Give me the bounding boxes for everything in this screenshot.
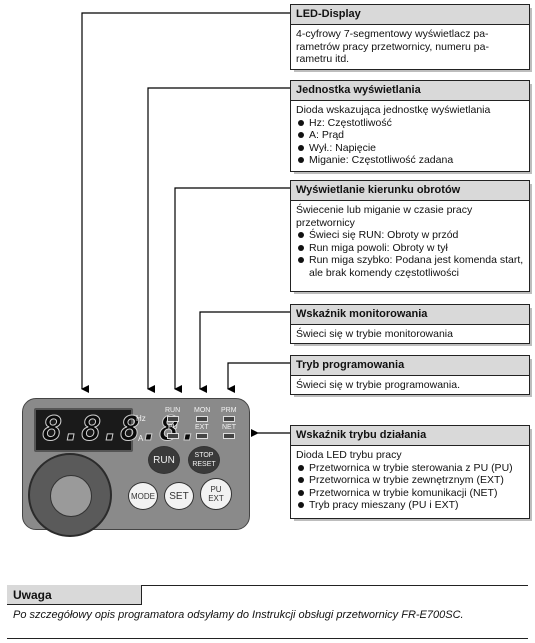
note-text: Po szczegółowy opis programatora odsyłam…: [13, 609, 464, 621]
list-item: Hz: Częstotliwość: [296, 117, 524, 130]
ext-label: EXT: [208, 494, 224, 503]
mode-button[interactable]: MODE: [128, 482, 158, 510]
led-net: [223, 433, 235, 439]
led-label-net: NET: [222, 424, 236, 431]
set-button[interactable]: SET: [164, 482, 194, 510]
callout-text: Świeci się w trybie monitorowania: [296, 328, 453, 340]
line-monitor: [199, 311, 290, 393]
led-label-mon: MON: [194, 407, 211, 414]
list-item: Run miga powoli: Obroty w tył: [296, 242, 524, 255]
line-led-display: [81, 12, 290, 393]
list-item: A: Prąd: [296, 129, 524, 142]
led-prm: [223, 416, 235, 422]
callout-text: 4-cyfrowy 7-segmentowy wyświetlacz pa-ra…: [296, 28, 489, 65]
note-box: Uwaga Po szczegółowy opis programatora o…: [7, 585, 528, 640]
callout-programming-mode: Tryb programowania Świeci się w trybie p…: [290, 355, 530, 395]
led-label-pu: PU: [168, 424, 178, 431]
callout-title: Wskaźnik trybu działania: [291, 426, 529, 446]
line-direction: [174, 187, 290, 393]
list-item: Świeci się RUN: Obroty w przód: [296, 229, 524, 242]
pu-label: PU: [210, 485, 222, 494]
led-pu: [167, 433, 179, 439]
callout-title: Wyświetlanie kierunku obrotów: [291, 181, 529, 201]
callout-text: Dioda wskazująca jednostkę wyświetlania: [296, 104, 491, 116]
callout-title: Tryb programowania: [291, 356, 529, 376]
list-item: Przetwornica w trybie komunikacji (NET): [296, 487, 524, 500]
operation-panel: 8.8.8.8. Hz A RUN MON PRM PU EXT NET RUN…: [22, 398, 250, 537]
callout-led-display: LED-Display 4-cyfrowy 7-segmentowy wyświ…: [290, 4, 530, 70]
line-unit: [147, 87, 290, 393]
setting-dial[interactable]: [28, 453, 112, 537]
led-label-ext: EXT: [195, 424, 209, 431]
callout-text: Dioda LED trybu pracy: [296, 449, 402, 461]
list-item: Wył.: Napięcie: [296, 142, 524, 155]
callout-rotation-direction: Wyświetlanie kierunku obrotów Świecenie …: [290, 180, 530, 292]
run-button[interactable]: RUN: [148, 446, 180, 474]
led-run: [167, 416, 179, 422]
led-ext: [196, 433, 208, 439]
callout-operation-mode: Wskaźnik trybu działania Dioda LED trybu…: [290, 425, 530, 519]
unit-a-label: A: [138, 434, 144, 443]
callout-text: Świeci się w trybie programowania.: [296, 379, 460, 391]
callout-title: Jednostka wyświetlania: [291, 81, 529, 101]
led-mon: [196, 416, 208, 422]
unit-hz-label: Hz: [136, 414, 146, 423]
list-item: Przetwornica w trybie zewnętrznym (EXT): [296, 474, 524, 487]
note-title: Uwaga: [7, 585, 142, 605]
stop-reset-button[interactable]: STOP RESET: [188, 446, 220, 474]
list-item: Run miga szybko: Podana jest komenda sta…: [296, 254, 524, 279]
dial-knob[interactable]: [50, 475, 92, 517]
callout-monitor-indicator: Wskaźnik monitorowania Świeci się w tryb…: [290, 304, 530, 344]
callout-display-unit: Jednostka wyświetlania Dioda wskazująca …: [290, 80, 530, 172]
list-item: Przetwornica w trybie sterowania z PU (P…: [296, 462, 524, 475]
callout-text: Świecenie lub miganie w czasie pracy prz…: [296, 204, 473, 229]
callout-title: LED-Display: [291, 5, 529, 25]
list-item: Tryb pracy mieszany (PU i EXT): [296, 499, 524, 512]
seven-segment-display: 8.8.8.8.: [34, 408, 199, 452]
callout-title: Wskaźnik monitorowania: [291, 305, 529, 325]
led-label-prm: PRM: [221, 407, 237, 414]
led-label-run: RUN: [165, 407, 181, 414]
reset-label: RESET: [192, 461, 216, 468]
line-program: [227, 362, 290, 393]
stop-label: STOP: [194, 452, 214, 459]
list-item: Miganie: Częstotliwość zadana: [296, 154, 524, 167]
